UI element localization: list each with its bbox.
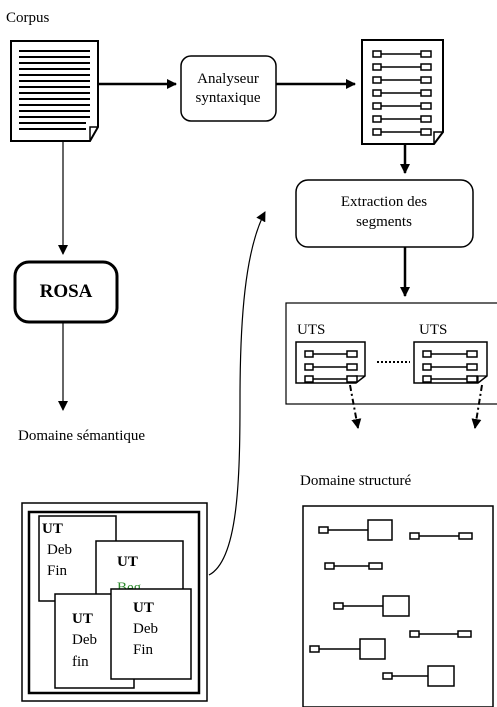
segment-node xyxy=(409,532,473,540)
analyseur-label-line1: Analyseur xyxy=(197,71,259,87)
ut-card-title: UT xyxy=(133,600,154,616)
domaine-structure-label: Domaine structuré xyxy=(300,473,412,489)
ut-card-line1: Deb xyxy=(133,621,158,637)
analyseur-syntaxique-box: Analyseur syntaxique xyxy=(180,55,277,122)
arrow-semantique-to-extraction xyxy=(208,211,266,576)
corpus-document-icon xyxy=(10,40,99,142)
segment-node xyxy=(333,595,410,617)
uts-left-label: UTS xyxy=(297,322,325,338)
extraction-segments-box: Extraction des segments xyxy=(295,179,474,248)
segment-node xyxy=(409,630,472,638)
analyseur-label-line2: syntaxique xyxy=(196,90,261,106)
ut-card-line1: Deb xyxy=(47,542,72,558)
segment-node xyxy=(309,638,386,660)
segment-node xyxy=(382,665,455,687)
rosa-box: ROSA xyxy=(13,260,119,324)
extraction-label-line2: segments xyxy=(356,214,412,230)
uts-left-document-icon xyxy=(295,341,366,384)
parsed-document-icon xyxy=(361,39,444,145)
ut-card-title: UT xyxy=(117,554,138,570)
ut-card-title: UT xyxy=(42,521,63,537)
ut-card-title: UT xyxy=(72,611,93,627)
ut-card-line1: Deb xyxy=(72,632,97,648)
extraction-label-line1: Extraction des xyxy=(341,194,427,210)
rosa-label: ROSA xyxy=(40,281,93,302)
ut-card-line2: Fin xyxy=(47,563,68,579)
segment-node xyxy=(324,562,383,570)
uts-right-label: UTS xyxy=(419,322,447,338)
uts-frame: UTS UTS xyxy=(285,302,497,405)
ut-card-line2: fin xyxy=(72,654,89,670)
uts-right-document-icon xyxy=(413,341,488,384)
segment-node xyxy=(318,519,393,541)
corpus-label: Corpus xyxy=(6,10,50,26)
ut-card: UT Deb Fin xyxy=(110,588,192,680)
ut-card-line2: Fin xyxy=(133,642,154,658)
domaine-structure-frame xyxy=(302,505,494,707)
domaine-semantique-label: Domaine sémantique xyxy=(18,428,145,444)
